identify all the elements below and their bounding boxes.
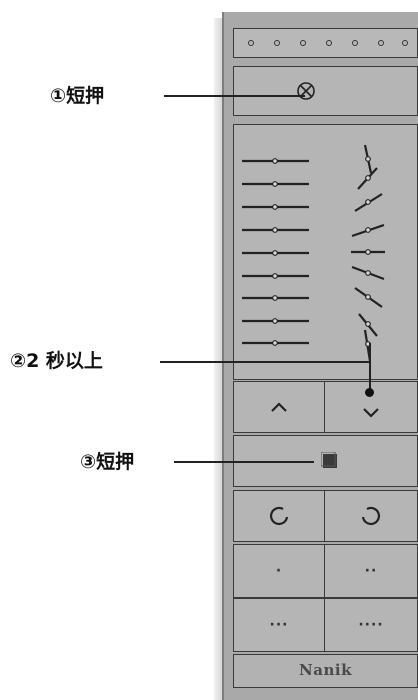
preset-label-1: · <box>275 563 283 579</box>
preset-button-2[interactable]: ·· <box>324 544 418 598</box>
indicator-dot <box>248 40 254 46</box>
remote-shadow <box>214 18 222 700</box>
indicator-dot <box>402 40 408 46</box>
fan-button[interactable] <box>233 66 418 116</box>
preset-button-3[interactable]: ··· <box>233 598 325 652</box>
louver-panel <box>233 124 418 380</box>
callout-label-2: ②2 秒以上 <box>10 350 103 372</box>
preset-button-4[interactable]: ···· <box>324 598 418 652</box>
preset-label-2: ·· <box>364 563 378 579</box>
indicator-dot <box>300 40 306 46</box>
indicator-dots-row <box>233 28 418 58</box>
louver-levels-graphic <box>242 144 385 362</box>
callout-line-2-vertical <box>369 343 371 393</box>
rotate-ccw-button[interactable] <box>233 490 325 542</box>
fan-icon <box>297 82 315 100</box>
callout-label-3: ③短押 <box>80 451 135 473</box>
callout-line-2 <box>160 361 370 363</box>
indicator-dot <box>378 40 384 46</box>
callout-line-1 <box>164 95 305 97</box>
right-louver-angles <box>351 144 385 362</box>
callout-pointer-dot-2 <box>365 388 374 397</box>
callout-label-1: ①短押 <box>50 85 105 107</box>
indicator-dot <box>274 40 280 46</box>
preset-label-4: ···· <box>358 617 384 633</box>
preset-button-1[interactable]: · <box>233 544 325 598</box>
rotate-cw-button[interactable] <box>324 490 418 542</box>
up-button[interactable] <box>233 381 325 433</box>
indicator-dot <box>352 40 358 46</box>
left-level-bars <box>242 158 309 346</box>
rotate-cw-icon <box>361 506 380 526</box>
chevron-up-icon <box>271 402 287 412</box>
rotate-ccw-icon <box>270 506 289 526</box>
indicator-dot <box>326 40 332 46</box>
brand-logo: Nanik <box>233 654 418 688</box>
callout-line-3 <box>174 461 314 463</box>
stop-square-icon <box>320 452 337 468</box>
chevron-down-icon <box>363 408 379 418</box>
preset-label-3: ··· <box>269 617 289 633</box>
